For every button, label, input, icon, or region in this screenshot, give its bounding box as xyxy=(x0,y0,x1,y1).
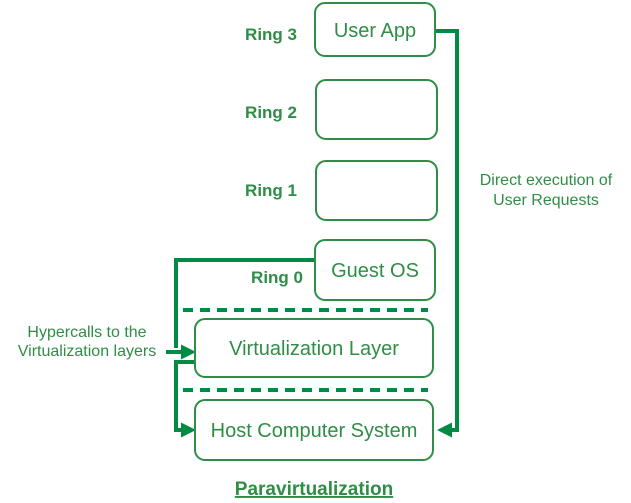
direct-execution-annotation-line2: User Requests xyxy=(493,192,599,209)
ring-3-label: Ring 3 xyxy=(245,25,297,44)
user-app-label: User App xyxy=(334,20,416,42)
virtualization-to-host-connector xyxy=(174,360,195,432)
virtualization-to-host-arrowhead-icon xyxy=(181,422,196,438)
virtualization-layer-box xyxy=(194,318,434,378)
ring-2-label: Ring 2 xyxy=(245,103,297,122)
hypercalls-annotation-line2: Virtualization layers xyxy=(18,343,156,360)
host-computer-system-box xyxy=(194,399,434,461)
direct-execution-arrowhead-icon xyxy=(437,422,452,438)
hypercalls-arrowhead-icon xyxy=(181,344,196,360)
user-app-box xyxy=(314,2,436,57)
guest-os-label: Guest OS xyxy=(331,260,419,282)
ring-1-box xyxy=(315,160,438,221)
ring-0-label: Ring 0 xyxy=(251,268,303,287)
ring-1-label: Ring 1 xyxy=(245,181,297,200)
hypercalls-annotation-line1: Hypercalls to the xyxy=(27,324,146,341)
diagram-title: Paravirtualization xyxy=(235,479,393,500)
guest-os-box xyxy=(314,239,436,301)
virtualization-layer-label: Virtualization Layer xyxy=(229,338,399,360)
ring-2-box xyxy=(315,79,438,140)
direct-execution-connector xyxy=(435,29,459,432)
direct-execution-annotation-line1: Direct execution of xyxy=(480,172,613,189)
guest-os-connector xyxy=(174,258,315,348)
host-computer-system-label: Host Computer System xyxy=(211,420,418,442)
